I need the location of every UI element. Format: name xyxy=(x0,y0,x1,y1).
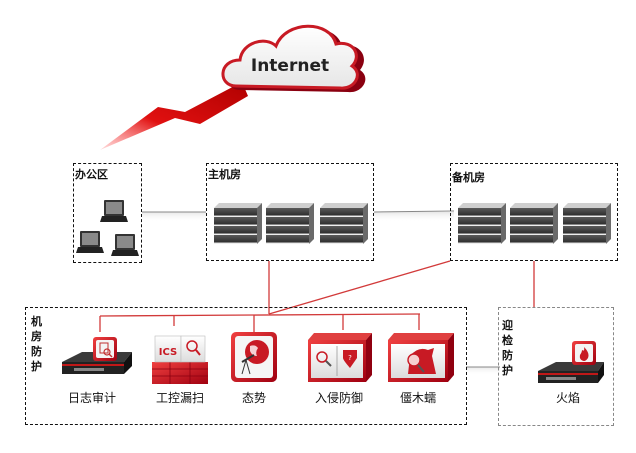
zone-main-dc: 主机房 xyxy=(206,163,374,261)
magnifier-icon xyxy=(186,340,201,356)
laptop-icon[interactable] xyxy=(111,234,139,256)
internet-label: Internet xyxy=(251,56,329,76)
device-label-log-audit: 日志审计 xyxy=(67,391,116,405)
zone-backup-dc-label: 备机房 xyxy=(452,171,485,184)
zone-main-dc-label: 主机房 xyxy=(208,168,241,181)
device-ics-scan[interactable]: ICS xyxy=(152,335,208,384)
svg-text:?: ? xyxy=(348,354,352,362)
server-rack-icon[interactable] xyxy=(266,203,314,244)
red-links xyxy=(99,260,535,332)
laptop-icon[interactable] xyxy=(76,231,104,253)
device-intrusion-prevention[interactable]: ? xyxy=(308,333,372,382)
log-audit-icon xyxy=(99,342,113,358)
server-rack-icon[interactable] xyxy=(320,203,368,244)
flame-firewall-icon xyxy=(579,347,589,361)
device-label-intrusion-prevention: 入侵防御 xyxy=(314,391,363,405)
magnifier-icon xyxy=(316,351,332,367)
situation-awareness-icon xyxy=(241,340,269,375)
ics-scan-icon: ICS xyxy=(159,347,177,358)
link-office-main xyxy=(142,211,206,222)
lightning-bolt-icon xyxy=(100,82,248,150)
server-rack-icon[interactable] xyxy=(458,203,506,244)
server-rack-icon[interactable] xyxy=(563,203,611,244)
link-protection-inspection xyxy=(466,366,500,375)
device-label-ics-scan: 工控漏扫 xyxy=(155,391,204,405)
device-trojan-worm[interactable] xyxy=(388,333,454,382)
trojan-worm-icon xyxy=(407,348,436,374)
zone-inspection-protection-label: 迎检防护 xyxy=(502,319,513,377)
device-situation-awareness[interactable] xyxy=(231,332,277,382)
device-label-trojan-worm: 僵木蠕 xyxy=(399,391,436,405)
zone-office-label: 办公区 xyxy=(75,168,108,181)
zone-office: 办公区 xyxy=(73,163,142,263)
device-label-situation-awareness: 态势 xyxy=(241,391,266,405)
zone-inspection-protection: 迎检防护 xyxy=(498,307,614,426)
shield-icon: ? xyxy=(343,350,357,368)
server-rack-icon[interactable] xyxy=(214,203,262,244)
laptop-icon[interactable] xyxy=(100,200,128,222)
device-label-flame-firewall: 火焰 xyxy=(555,391,580,405)
server-rack-icon[interactable] xyxy=(510,203,558,244)
device-log-audit[interactable] xyxy=(62,337,132,374)
zone-dc-protection: 机房防护 xyxy=(25,307,467,425)
device-flame-firewall[interactable] xyxy=(538,341,604,383)
link-main-backup xyxy=(373,210,455,222)
zone-backup-dc: 备机房 xyxy=(450,163,618,261)
zone-dc-protection-label: 机房防护 xyxy=(31,315,42,373)
internet-cloud-icon[interactable] xyxy=(221,24,366,93)
